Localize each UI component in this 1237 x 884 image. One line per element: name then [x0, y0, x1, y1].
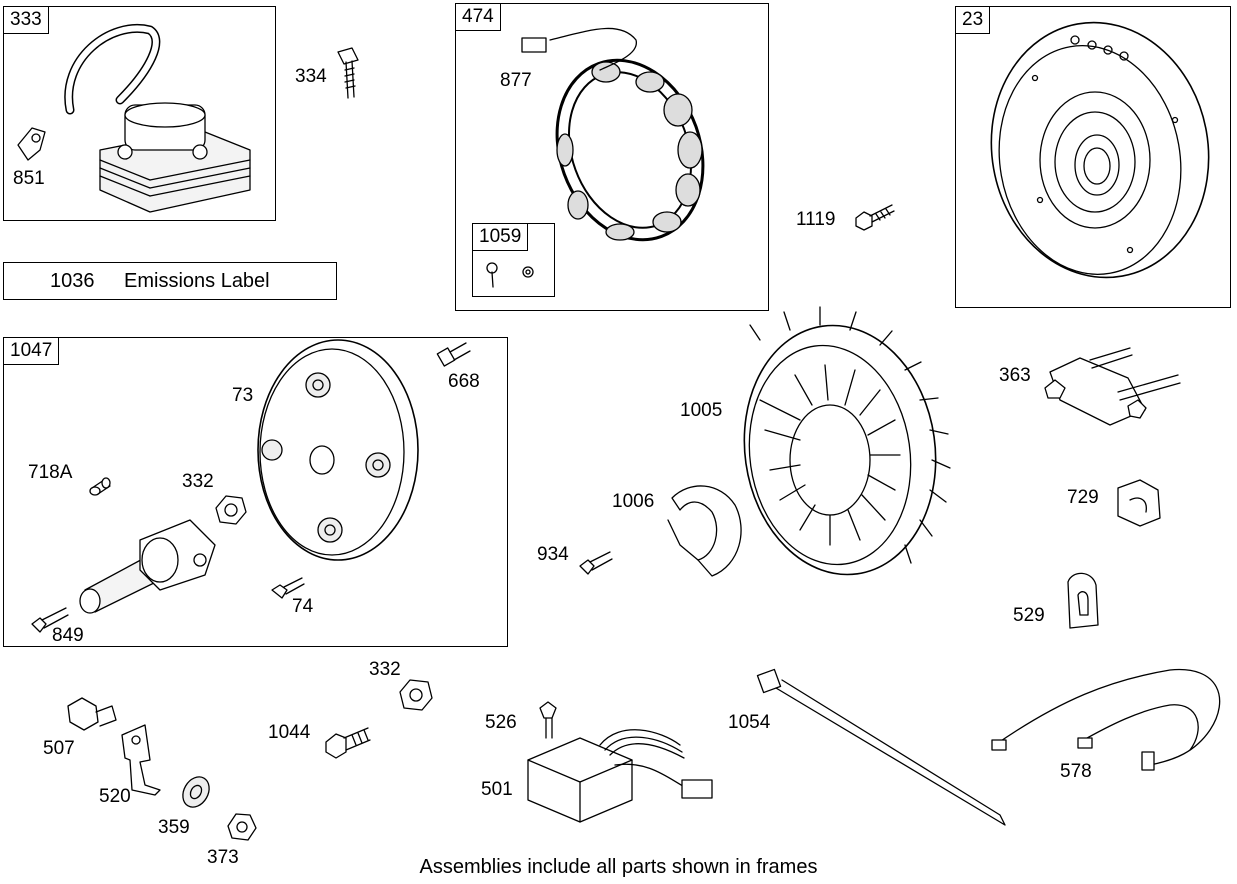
callout-851: 851: [13, 168, 45, 189]
screw-334-drawing: [337, 47, 359, 99]
alternator-stator-drawing: [521, 27, 705, 242]
frame-474: 474: [455, 3, 769, 311]
callout-334: 334: [295, 66, 327, 87]
cable-tie-1054-drawing: [756, 668, 1006, 826]
nut-332-loose-drawing: [399, 679, 433, 711]
starter-clutch-drawing: [79, 519, 216, 614]
bolt-1044-drawing: [325, 727, 371, 759]
callout-1044: 1044: [268, 722, 311, 743]
emissions-label-text: Emissions Label: [124, 270, 270, 292]
bracket-363-drawing: [1044, 347, 1181, 426]
callout-877: 877: [500, 70, 532, 91]
frame-tag-474: 474: [455, 3, 501, 31]
regulator-501-drawing: [527, 729, 713, 823]
grommet-529-drawing: [1067, 572, 1099, 629]
wire-harness-578-drawing: [991, 668, 1221, 771]
callout-332-loose: 332: [369, 659, 401, 680]
frame-1047: 1047: [3, 337, 508, 647]
callout-1005: 1005: [680, 400, 723, 421]
clip-729-drawing: [1117, 479, 1161, 527]
callout-363: 363: [999, 365, 1031, 386]
bracket-520-drawing: [121, 724, 161, 796]
frame-333: 333: [3, 6, 276, 221]
screw-849-drawing: [31, 607, 69, 633]
callout-729: 729: [1067, 487, 1099, 508]
callout-332-frame: 332: [182, 471, 214, 492]
frame-tag-23: 23: [955, 6, 991, 34]
starter-cup-drawing: [257, 339, 419, 561]
connector-507-drawing: [67, 697, 117, 731]
callout-934: 934: [537, 544, 569, 565]
callout-359: 359: [158, 817, 190, 838]
nut-373-drawing: [227, 813, 257, 841]
screw-74-drawing: [271, 577, 305, 599]
callout-520: 520: [99, 786, 131, 807]
callout-73: 73: [232, 385, 254, 406]
callout-526: 526: [485, 712, 517, 733]
fan-blower-drawing: [743, 306, 951, 576]
callout-849: 849: [52, 625, 84, 646]
callout-74: 74: [292, 596, 314, 617]
diagram-caption: Assemblies include all parts shown in fr…: [419, 856, 818, 878]
ignition-armature-drawing: [17, 24, 251, 213]
emissions-label-number: 1036: [50, 270, 95, 292]
emissions-label-box: 1036 Emissions Label: [3, 262, 337, 300]
callout-1006: 1006: [612, 491, 655, 512]
screw-and-nut-1059-drawing: [486, 262, 534, 288]
callout-529: 529: [1013, 605, 1045, 626]
frame-tag-333: 333: [3, 6, 49, 34]
bolt-668-drawing: [436, 342, 471, 367]
nut-332-drawing: [215, 495, 247, 525]
screw-934-drawing: [579, 551, 613, 575]
callout-1119: 1119: [796, 209, 836, 230]
callout-1054: 1054: [728, 712, 771, 733]
callout-501: 501: [481, 779, 513, 800]
washer-359-drawing: [182, 776, 210, 808]
callout-578: 578: [1060, 761, 1092, 782]
pin-718a-drawing: [89, 477, 111, 496]
callout-668: 668: [448, 371, 480, 392]
flywheel-drawing: [990, 21, 1210, 279]
frame-tag-1059: 1059: [472, 223, 529, 251]
callout-507: 507: [43, 738, 75, 759]
frame-tag-1047: 1047: [3, 337, 60, 365]
frame-23: 23: [955, 6, 1231, 308]
callout-373: 373: [207, 847, 239, 868]
screw-526-drawing: [539, 701, 557, 739]
bolt-1119-drawing: [855, 204, 895, 231]
callout-718a: 718A: [28, 462, 73, 483]
retainer-1006-drawing: [667, 485, 742, 577]
frame-1059: 1059: [472, 223, 555, 297]
